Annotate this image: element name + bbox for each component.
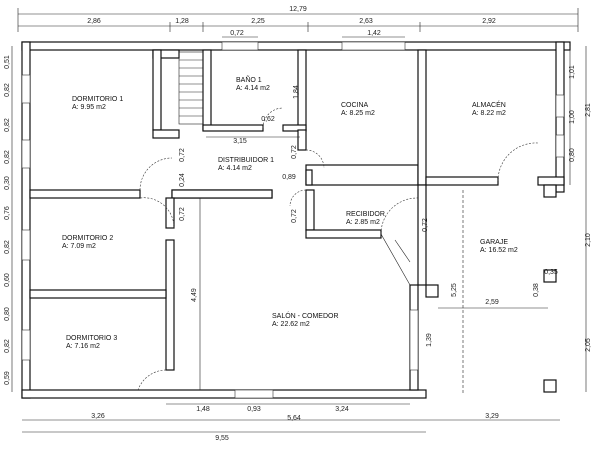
dim-right-5: 2,10 — [585, 233, 592, 247]
dim-bano-height: 1,84 — [293, 85, 300, 99]
dim-distribuidor-width: 3,15 — [233, 138, 247, 145]
dim-left-9: 0,80 — [4, 307, 11, 321]
dim-door-4: 0,72 — [291, 209, 298, 223]
dim-top-2: 1,28 — [175, 18, 189, 25]
dim-bano-door: 0,62 — [261, 116, 275, 123]
dim-left-10: 0,82 — [4, 339, 11, 353]
dim-bottom-total: 9,55 — [215, 435, 229, 442]
dim-bottom-6: 3,29 — [485, 413, 499, 420]
room-name-dormitorio-1: DORMITORIO 1 — [72, 96, 123, 103]
dim-left-5: 0,30 — [4, 176, 11, 190]
dim-post-height: 0,38 — [533, 283, 540, 297]
dim-left-1: 0,51 — [4, 55, 11, 69]
interior-walls — [29, 49, 565, 393]
room-area-garaje: A: 16.52 m2 — [480, 247, 518, 254]
room-area-almacen: A: 8.22 m2 — [472, 110, 506, 117]
dim-door-3: 0,72 — [179, 207, 186, 221]
dim-right-2: 1,00 — [569, 110, 576, 124]
dim-left-7: 0,82 — [4, 240, 11, 254]
staircase — [178, 51, 204, 125]
dim-top-5: 2,92 — [482, 18, 496, 25]
dim-left-3: 0,82 — [4, 118, 11, 132]
room-name-cocina: COCINA — [341, 102, 369, 109]
dim-post-width: 0,35 — [544, 269, 558, 276]
dim-door-5: 0,72 — [422, 218, 429, 232]
room-name-salon-comedor: SALÓN - COMEDOR — [272, 311, 339, 320]
room-area-salon-comedor: A: 22.62 m2 — [272, 321, 310, 328]
top-segment-dimensions: 2,86 1,28 2,25 2,63 2,92 0,72 1,42 — [17, 18, 579, 38]
room-name-recibidor: RECIBIDOR — [346, 211, 385, 218]
dim-top-inner-2: 1,42 — [367, 30, 381, 37]
dim-bottom-5: 5,64 — [287, 415, 301, 422]
bottom-dimensions: 1,48 0,93 3,24 3,26 5,64 3,29 9,55 — [22, 403, 560, 442]
dim-bottom-2: 0,93 — [247, 406, 261, 413]
dim-window-139: 1,39 — [426, 333, 433, 347]
interior-dimensions: 1,84 0,62 3,15 0,72 0,72 0,24 0,89 0,72 … — [179, 85, 433, 390]
dim-right-3: 0,80 — [569, 148, 576, 162]
room-name-almacen: ALMACÉN — [472, 100, 506, 109]
dim-right-1: 1,01 — [569, 65, 576, 79]
garage-dimensions: 5,25 2,59 0,35 0,38 — [438, 190, 558, 395]
room-area-cocina: A: 8.25 m2 — [341, 110, 375, 117]
room-area-dormitorio-2: A: 7.09 m2 — [62, 243, 96, 250]
overall-top-dimension: 12,79 — [17, 6, 579, 22]
room-area-dormitorio-3: A: 7.16 m2 — [66, 343, 100, 350]
door-swings — [137, 107, 539, 391]
dim-right-4: 2,81 — [585, 103, 592, 117]
dim-top-4: 2,63 — [359, 18, 373, 25]
room-name-bano-1: BAÑO 1 — [236, 75, 262, 84]
dim-right-6: 2,05 — [585, 338, 592, 352]
dim-top-3: 2,25 — [251, 18, 265, 25]
dim-left-2: 0,82 — [4, 83, 11, 97]
dim-089: 0,89 — [282, 174, 296, 181]
dim-wall-024: 0,24 — [179, 173, 186, 187]
room-name-dormitorio-2: DORMITORIO 2 — [62, 235, 113, 242]
dim-garage-height: 5,25 — [451, 283, 458, 297]
dim-overall-width: 12,79 — [289, 6, 307, 13]
room-labels: DORMITORIO 1 A: 9.95 m2 BAÑO 1 A: 4.14 m… — [62, 75, 518, 350]
room-name-dormitorio-3: DORMITORIO 3 — [66, 335, 117, 342]
dim-left-11: 0,59 — [4, 371, 11, 385]
dim-door-2: 0,72 — [291, 145, 298, 159]
room-area-dormitorio-1: A: 9.95 m2 — [72, 104, 106, 111]
dim-top-1: 2,86 — [87, 18, 101, 25]
room-name-distribuidor-1: DISTRIBUIDOR 1 — [218, 157, 274, 164]
dim-bottom-1: 1,48 — [196, 406, 210, 413]
room-area-distribuidor-1: A: 4.14 m2 — [218, 165, 252, 172]
dim-garage-width: 2,59 — [485, 299, 499, 306]
dim-left-6: 0,76 — [4, 206, 11, 220]
windows — [21, 41, 565, 399]
dim-door-1: 0,72 — [179, 148, 186, 162]
dim-salon-height: 4,49 — [191, 288, 198, 302]
dim-left-8: 0,60 — [4, 273, 11, 287]
right-dimensions: 1,01 1,00 0,80 2,81 2,10 2,05 — [569, 46, 592, 392]
room-area-recibidor: A: 2.85 m2 — [346, 219, 380, 226]
dim-bottom-3: 3,24 — [335, 406, 349, 413]
dim-bottom-4: 3,26 — [91, 413, 105, 420]
room-name-garaje: GARAJE — [480, 239, 508, 246]
room-area-bano-1: A: 4.14 m2 — [236, 85, 270, 92]
dim-left-4: 0,82 — [4, 150, 11, 164]
dim-top-inner-1: 0,72 — [230, 30, 244, 37]
left-dimensions: 0,51 0,82 0,82 0,82 0,30 0,76 0,82 0,60 … — [4, 46, 13, 392]
